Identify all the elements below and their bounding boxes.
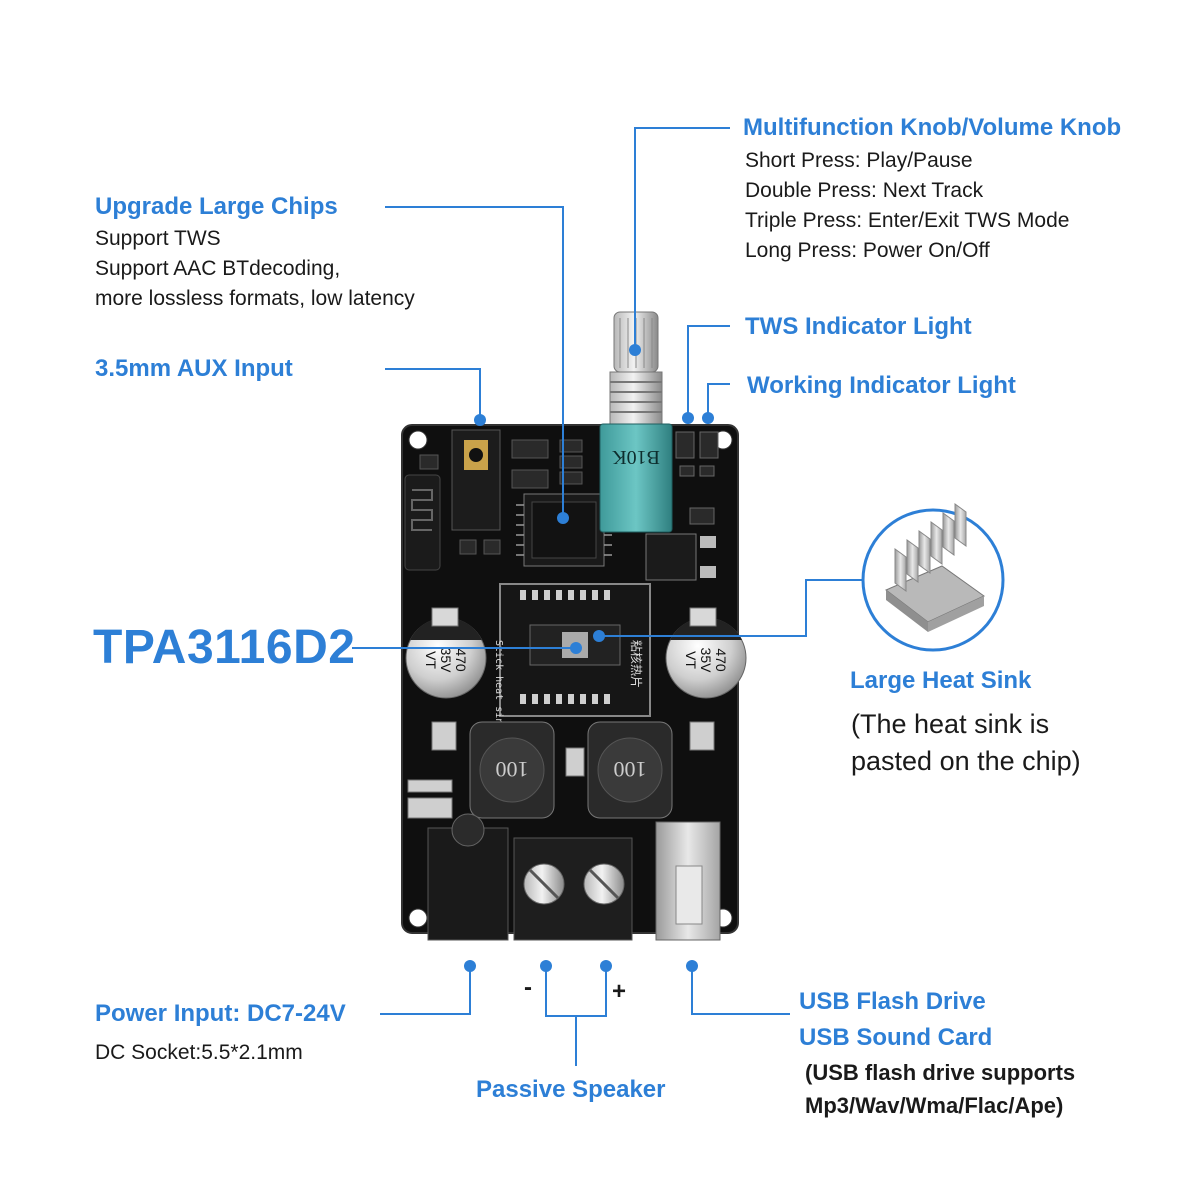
heatsink-line: pasted on the chip)	[851, 746, 1081, 776]
tws-light-title: TWS Indicator Light	[745, 313, 972, 340]
usb-title-2: USB Sound Card	[799, 1024, 993, 1051]
work-light-title: Working Indicator Light	[747, 372, 1016, 399]
inductor-left: 100	[469, 721, 555, 819]
svg-text:100: 100	[496, 757, 529, 782]
chips-line: more lossless formats, low latency	[95, 287, 415, 310]
regulator	[645, 533, 697, 581]
amp-chip-title: TPA3116D2	[93, 621, 356, 674]
chips-title: Upgrade Large Chips	[95, 193, 338, 220]
usb-line: (USB flash drive supports	[805, 1060, 1076, 1085]
potentiometer-body	[599, 423, 673, 533]
capacitor-left: 47035VVT	[405, 617, 487, 699]
knob-desc: Short Press: Play/Pause Double Press: Ne…	[745, 146, 1069, 266]
knob-title: Multifunction Knob/Volume Knob	[743, 114, 1122, 141]
speaker-title: Passive Speaker	[476, 1076, 666, 1103]
heatsink-desc: (The heat sink is pasted on the chip)	[851, 706, 1081, 780]
chips-line: Support AAC BTdecoding,	[95, 257, 341, 280]
chips-line: Support TWS	[95, 227, 221, 250]
heatsink-title: Large Heat Sink	[850, 667, 1032, 694]
callout-lines	[352, 127, 863, 1066]
callout-dots	[464, 344, 714, 972]
usb-title-1: USB Flash Drive	[799, 988, 986, 1015]
heat-sink-label-cn: 粘核热片	[629, 640, 644, 688]
capacitor-right: 47035VVT	[665, 617, 747, 699]
speaker-minus: -	[524, 974, 532, 1001]
power-title: Power Input: DC7-24V	[95, 1000, 346, 1027]
heatsink-line: (The heat sink is	[851, 709, 1050, 739]
potentiometer-marking: B10K	[612, 446, 660, 468]
usb-desc: (USB flash drive supports Mp3/Wav/Wma/Fl…	[805, 1056, 1075, 1122]
usb-line: Mp3/Wav/Wma/Flac/Ape)	[805, 1093, 1064, 1118]
knob-line: Short Press: Play/Pause	[745, 149, 973, 172]
knob-line: Long Press: Power On/Off	[745, 239, 990, 262]
heat-sink-label: Stick heat sink	[493, 640, 504, 730]
speaker-plus: +	[612, 978, 627, 1005]
svg-text:47035VVT: 47035VVT	[683, 648, 729, 674]
svg-text:100: 100	[614, 757, 647, 782]
aux-title: 3.5mm AUX Input	[95, 355, 293, 382]
knob-line: Triple Press: Enter/Exit TWS Mode	[745, 209, 1070, 232]
power-desc: DC Socket:5.5*2.1mm	[95, 1041, 303, 1064]
knob-line: Double Press: Next Track	[745, 179, 984, 202]
svg-text:47035VVT: 47035VVT	[423, 648, 469, 674]
heat-sink-icon	[885, 503, 985, 632]
chips-desc: Support TWS Support AAC BTdecoding, more…	[95, 224, 415, 314]
inductor-right: 100	[587, 721, 673, 819]
